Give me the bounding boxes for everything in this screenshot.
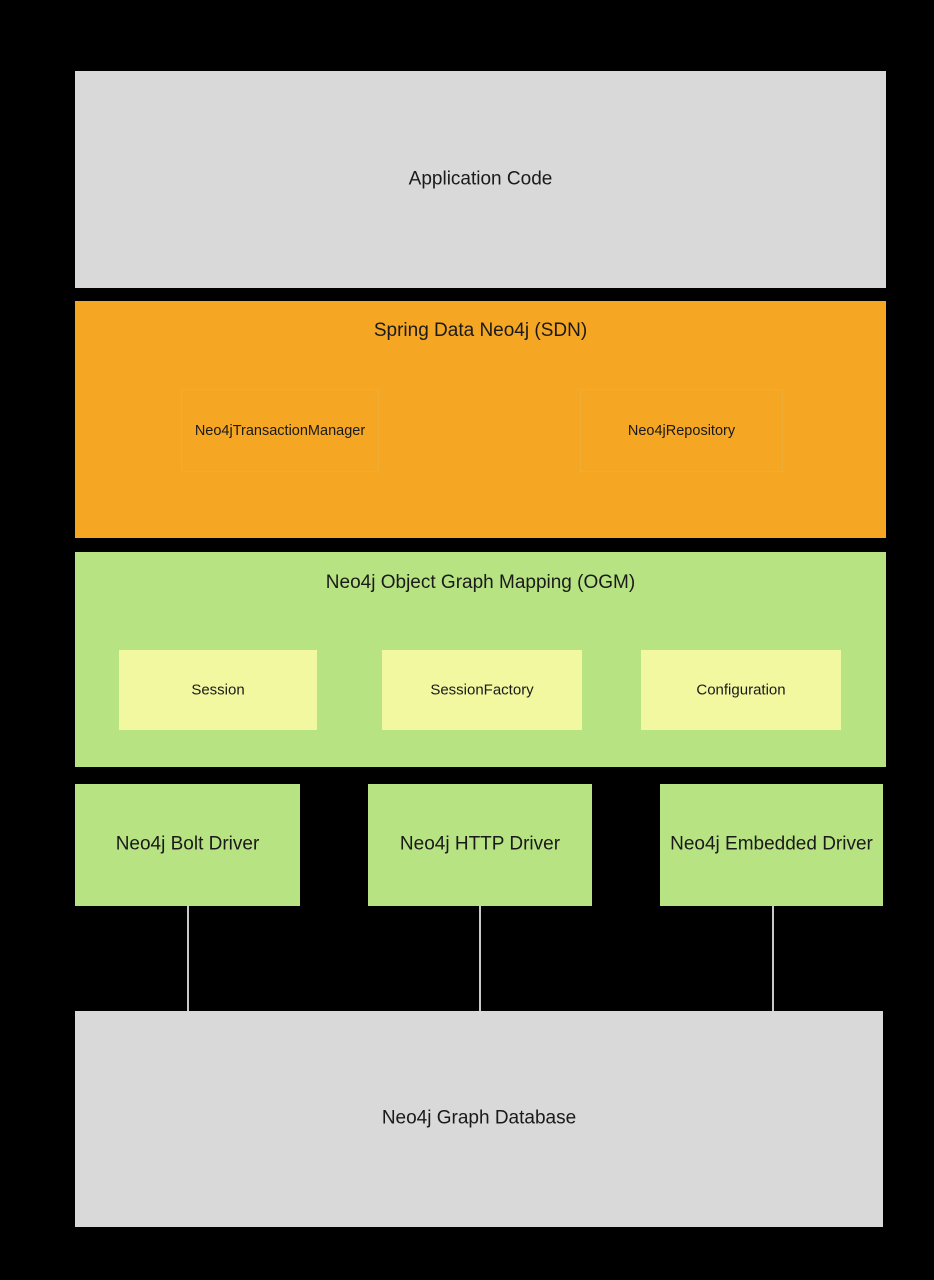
- connector-http-to-database: [479, 906, 481, 1011]
- driver-neo4j-embedded-label: Neo4j Embedded Driver: [670, 833, 873, 855]
- layer-neo4j-ogm: Neo4j Object Graph Mapping (OGM) Session…: [75, 552, 886, 767]
- connector-bolt-to-database: [187, 906, 189, 1011]
- neo4j-graph-database-label: Neo4j Graph Database: [381, 1107, 577, 1129]
- component-neo4j-repository-label: Neo4jRepository: [627, 422, 736, 439]
- component-session-factory-label: SessionFactory: [430, 681, 534, 699]
- driver-neo4j-http: Neo4j HTTP Driver: [368, 784, 592, 906]
- driver-neo4j-http-label: Neo4j HTTP Driver: [399, 833, 561, 855]
- application-code-label: Application Code: [408, 168, 553, 190]
- sdn-layer-title: Spring Data Neo4j (SDN): [373, 320, 588, 341]
- component-session: Session: [119, 650, 317, 730]
- driver-neo4j-bolt-label: Neo4j Bolt Driver: [115, 833, 260, 855]
- component-session-label: Session: [191, 681, 245, 699]
- layer-application-code: Application Code: [75, 71, 886, 288]
- driver-neo4j-bolt: Neo4j Bolt Driver: [75, 784, 300, 906]
- component-neo4j-transaction-manager-label: Neo4jTransactionManager: [194, 422, 366, 439]
- component-session-factory: SessionFactory: [382, 650, 582, 730]
- component-configuration-label: Configuration: [696, 681, 786, 699]
- component-neo4j-transaction-manager: Neo4jTransactionManager: [181, 389, 379, 472]
- driver-neo4j-embedded: Neo4j Embedded Driver: [660, 784, 883, 906]
- layer-neo4j-graph-database: Neo4j Graph Database: [75, 1011, 883, 1227]
- connector-embedded-to-database: [772, 906, 774, 1011]
- ogm-layer-title: Neo4j Object Graph Mapping (OGM): [325, 572, 636, 593]
- layer-spring-data-neo4j: Spring Data Neo4j (SDN) Neo4jTransaction…: [75, 301, 886, 538]
- component-configuration: Configuration: [641, 650, 841, 730]
- component-neo4j-repository: Neo4jRepository: [580, 389, 783, 472]
